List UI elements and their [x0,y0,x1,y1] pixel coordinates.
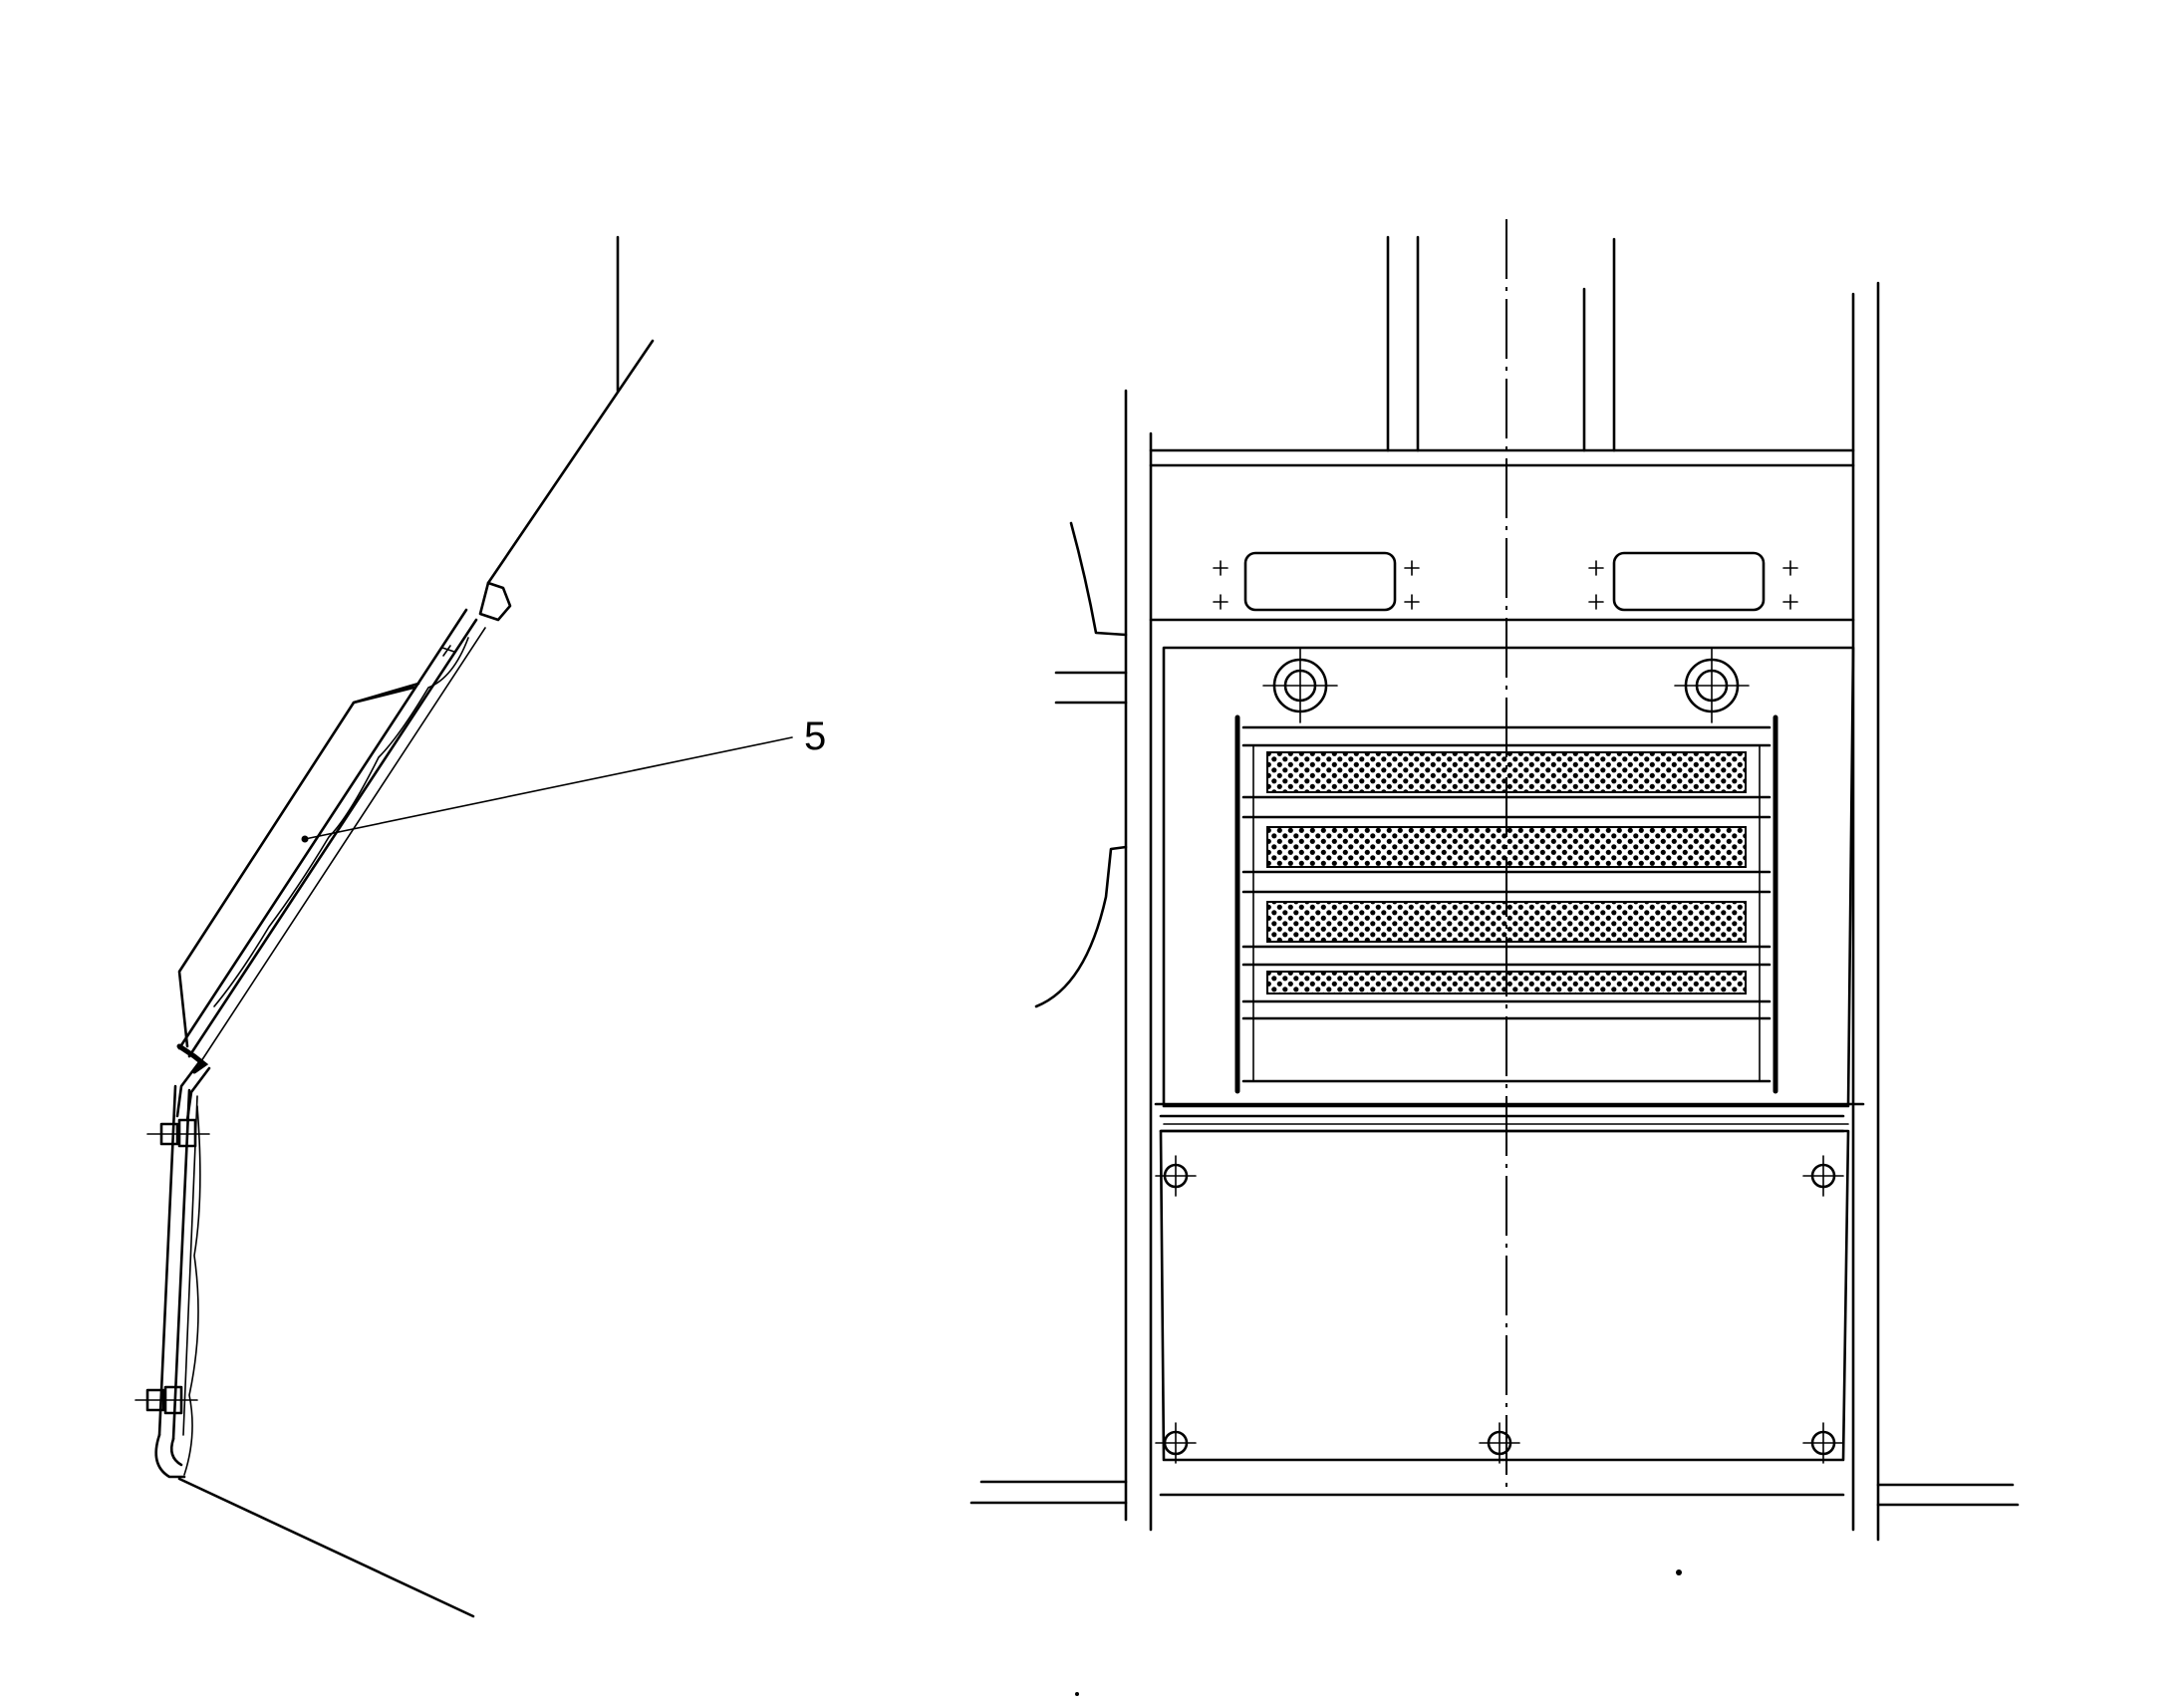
mount-ring-left [1262,648,1338,723]
slanted-guard [177,608,486,1065]
mount-ring-right [1674,648,1750,723]
bolt-top-right [1802,1155,1844,1197]
front-view [969,219,2020,1696]
grille-panel [1162,646,1855,1108]
callout-5-label: 5 [804,714,826,758]
bolt-bottom-left [1155,1422,1197,1464]
lower-bolt [135,1385,198,1415]
lower-cover-plate [1155,1123,1850,1464]
right-slot [1588,551,1798,612]
mesh-band-3 [1266,901,1747,943]
bolt-bottom-right [1802,1422,1844,1464]
left-slot [1213,551,1420,612]
bolt-bottom-center [1479,1422,1520,1464]
bolt-top-left [1155,1155,1197,1197]
upper-bolt [146,1118,210,1148]
side-view: 5 [135,235,826,1618]
